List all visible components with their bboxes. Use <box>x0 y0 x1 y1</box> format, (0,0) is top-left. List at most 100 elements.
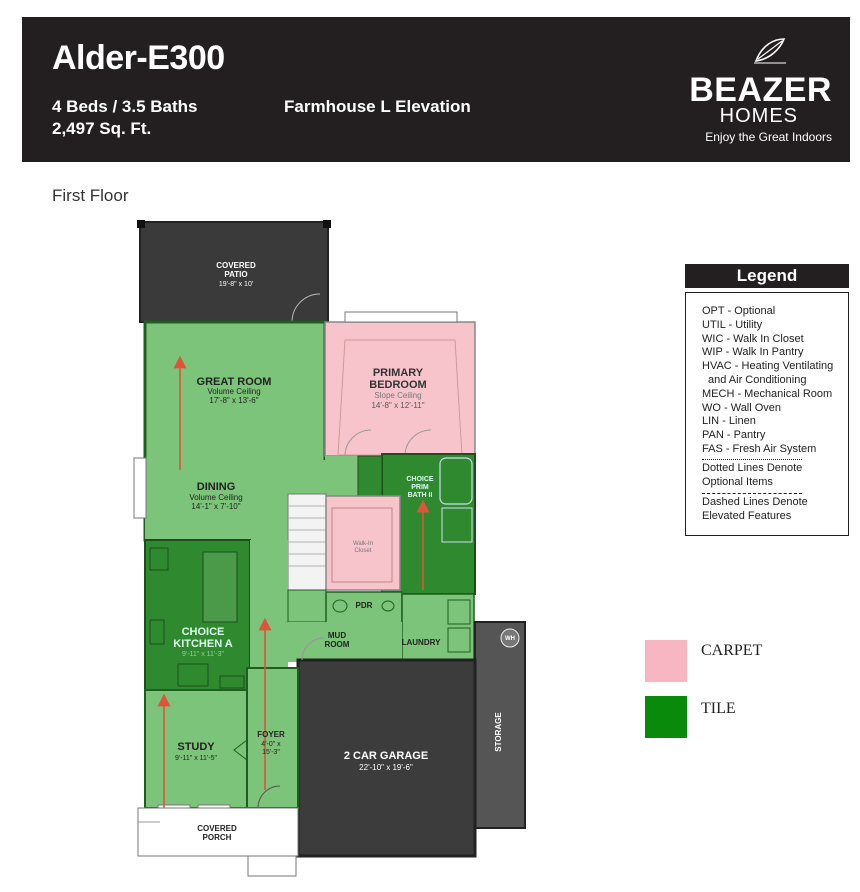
legend-dotted-2: Optional Items <box>702 475 773 488</box>
elevation-name: Farmhouse L Elevation <box>284 97 471 116</box>
walk-in-closet-area <box>325 495 401 591</box>
entry-door-swing <box>257 785 281 809</box>
primary-bedroom-label-2: BEDROOM <box>369 379 426 391</box>
legend-item: UTIL - Utility <box>702 318 763 331</box>
study-doors <box>233 739 248 761</box>
garage-label: 2 CAR GARAGE <box>344 750 428 762</box>
prim-bath-label-2: PRIM <box>411 484 429 491</box>
patio-door-swing <box>291 293 321 323</box>
storage-label: STORAGE <box>494 712 503 752</box>
legend-item: FAS - Fresh Air System <box>702 442 817 455</box>
toilet <box>332 599 348 613</box>
legend-dotted-1: Dotted Lines Denote <box>702 461 803 474</box>
bath-closet <box>357 455 383 497</box>
bedroom-door-swing <box>404 429 432 457</box>
pantry-area <box>287 589 327 623</box>
leaf-logo-icon <box>754 38 786 64</box>
dining-window <box>133 457 147 519</box>
legend-item: LIN - Linen <box>702 415 756 428</box>
mud-room-label: MUD <box>328 631 346 640</box>
floor-label: First Floor <box>52 186 129 205</box>
hall-area <box>250 540 288 690</box>
dotted-line-sample <box>702 458 802 460</box>
washer <box>447 599 471 625</box>
legend-item: WO - Wall Oven <box>702 401 782 414</box>
great-room-label: GREAT ROOM <box>197 376 272 388</box>
dining-note: Volume Ceiling <box>189 493 242 502</box>
legend-dashed-1: Dashed Lines Denote <box>702 496 808 509</box>
patio-label-2: PATIO <box>224 270 247 279</box>
porch-label-2: PORCH <box>203 833 232 842</box>
kitchen-appliance <box>149 547 169 571</box>
legend-item: WIC - Walk In Closet <box>702 332 804 345</box>
study-area <box>144 689 248 809</box>
tile-label: TILE <box>701 700 736 717</box>
study-label: STUDY <box>177 741 215 753</box>
bathtub <box>439 457 473 505</box>
patio-label: COVERED <box>216 261 256 270</box>
wh-label: WH <box>505 636 515 642</box>
garage-area <box>296 658 477 858</box>
carpet-swatch <box>645 640 687 682</box>
patio-dims: 19'-8" x 10' <box>219 281 253 288</box>
bedroom-window <box>344 311 458 323</box>
primary-bedroom-note: Slope Ceiling <box>374 391 421 400</box>
foyer-dims: 4'-0" x <box>261 741 281 748</box>
kitchen-appliance <box>219 675 245 689</box>
study-dims: 9'-11" x 11'-5" <box>175 755 218 762</box>
mud-room-label-2: ROOM <box>325 640 350 649</box>
closet-label: Walk-In <box>353 541 373 547</box>
dryer <box>447 627 471 653</box>
legend-dashed-2: Elevated Features <box>702 510 792 523</box>
closet-shelving <box>331 507 393 583</box>
closet-label-2: Closet <box>354 548 371 554</box>
garage-dims: 22'-10" x 19'-6" <box>359 763 413 772</box>
beds-baths: 4 Beds / 3.5 Baths <box>52 97 198 116</box>
garage-door-swing <box>301 637 325 661</box>
laundry-label: LAUNDRY <box>402 638 441 647</box>
legend-item: PAN - Pantry <box>702 429 766 442</box>
stair-treads <box>288 505 326 567</box>
dashed-line-sample <box>702 493 802 495</box>
carpet-direction-arrows <box>157 355 430 808</box>
brand-name: BEAZER <box>689 71 832 109</box>
brand-tagline: Enjoy the Great Indoors <box>705 130 832 144</box>
prim-bath-label-3: BATH II <box>408 492 433 499</box>
legend-box: OPT - Optional UTIL - Utility WIC - Walk… <box>685 292 849 536</box>
kitchen-island <box>202 551 238 623</box>
covered-porch-area <box>137 807 299 857</box>
legend-item: WIP - Walk In Pantry <box>702 346 804 359</box>
legend-title: Legend <box>685 264 849 288</box>
dining-dims: 14'-1" x 7'-10" <box>191 502 240 511</box>
primary-bedroom-label: PRIMARY <box>373 367 424 379</box>
great-room-note: Volume Ceiling <box>207 387 260 396</box>
legend-item: HVAC - Heating Ventilating <box>702 360 834 373</box>
great-room-dims: 17'-8" x 13'-6" <box>209 396 258 405</box>
porch-label: COVERED <box>197 824 237 833</box>
shower <box>441 507 473 543</box>
patio-post <box>323 220 331 228</box>
foyer-dims-2: 15'-3" <box>262 749 280 756</box>
porch-steps <box>247 855 297 877</box>
legend: Legend OPT - Optional UTIL - Utility WIC… <box>685 264 849 536</box>
square-feet: 2,497 Sq. Ft. <box>52 119 152 138</box>
carpet-label: CARPET <box>701 642 763 659</box>
dining-label: DINING <box>197 481 236 493</box>
mud-room-area <box>288 622 402 662</box>
primary-bedroom-area <box>324 321 476 457</box>
foyer-label: FOYER <box>257 730 285 739</box>
header-banner: Alder-E300 4 Beds / 3.5 Baths 2,497 Sq. … <box>22 17 850 162</box>
pwd-label: PDR <box>356 601 373 610</box>
primary-bedroom-dims: 14'-8" x 12'-11" <box>371 401 424 410</box>
laundry-area <box>401 593 475 661</box>
legend-item: and Air Conditioning <box>708 373 807 386</box>
kitchen-dims: 9'-11" x 11'-3" <box>182 651 225 658</box>
kitchen-range <box>177 663 209 687</box>
patio-post <box>137 220 145 228</box>
legend-item: MECH - Mechanical Room <box>702 387 833 400</box>
sink <box>381 600 395 612</box>
kitchen-label-2: KITCHEN A <box>173 638 233 650</box>
legend-item: OPT - Optional <box>702 305 776 317</box>
kitchen-label: CHOICE <box>182 626 225 638</box>
